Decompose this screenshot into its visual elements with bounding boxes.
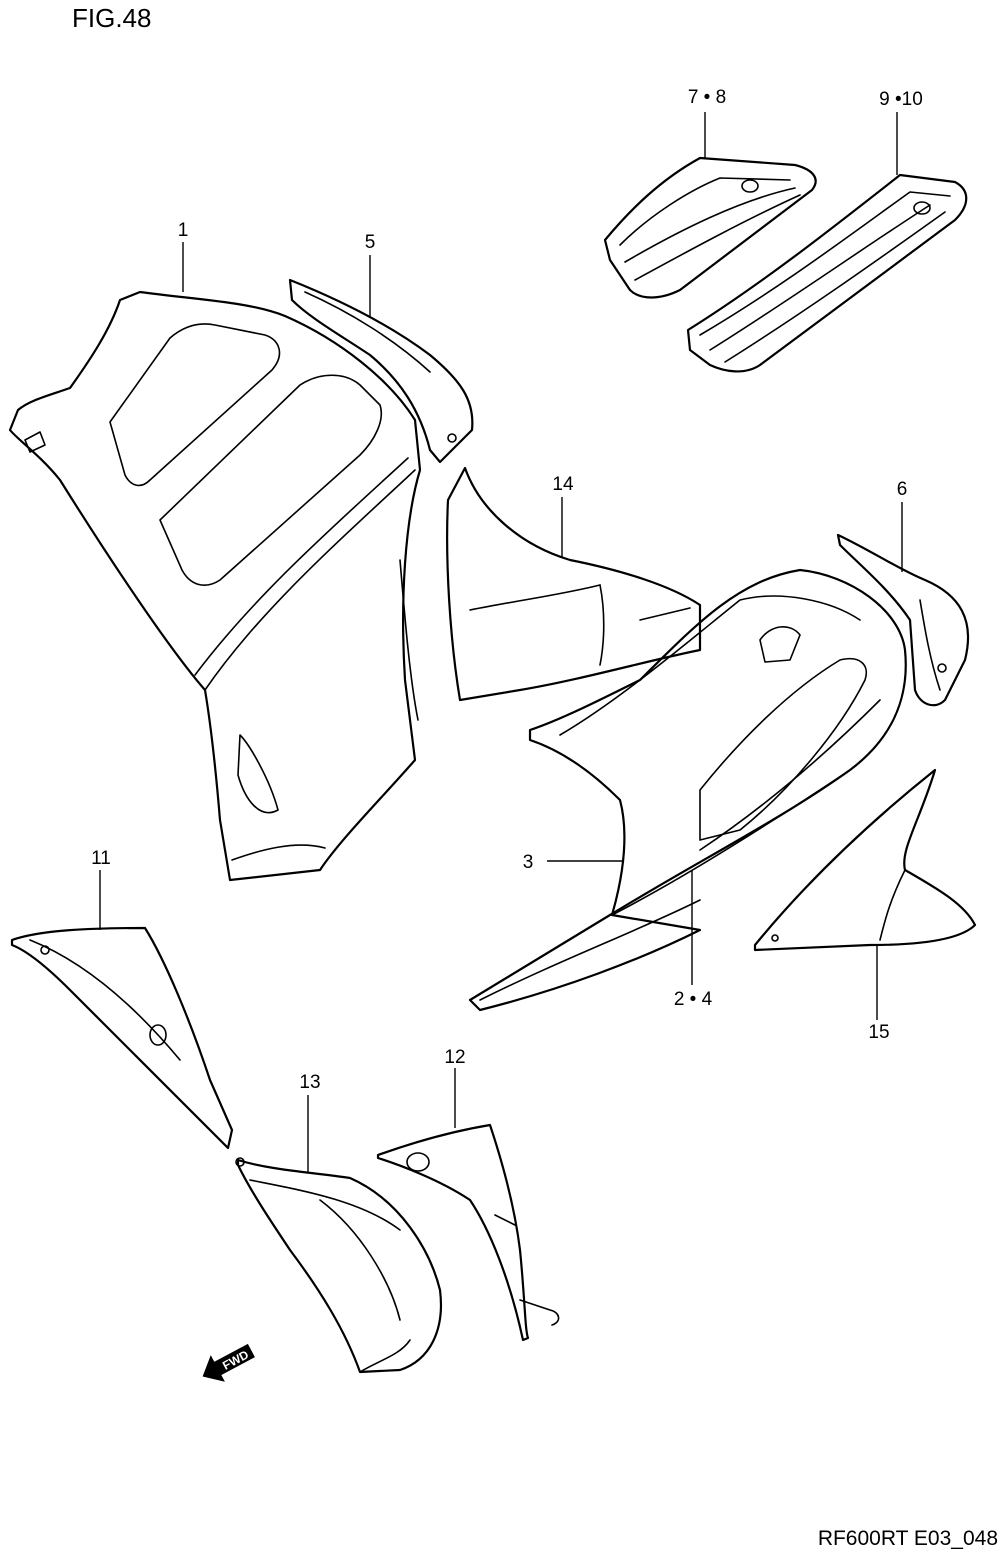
callout-3: 3	[523, 852, 534, 873]
figure-title: FIG.48	[72, 3, 151, 33]
part-11-side-cover[interactable]	[10, 926, 234, 1150]
callout-13: 13	[299, 1072, 320, 1093]
callout-15: 15	[868, 1022, 889, 1043]
part-12-bracket-panel[interactable]	[376, 1123, 560, 1342]
leader-lines	[99, 112, 903, 1172]
part-1-upper-fairing[interactable]	[8, 290, 422, 882]
callout-6: 6	[897, 479, 908, 500]
callout-9-10: 9 •10	[879, 89, 923, 110]
fwd-arrow-icon	[202, 1343, 255, 1382]
part-15-side-panel[interactable]	[753, 768, 977, 952]
part-14-inner-panel[interactable]	[446, 466, 702, 702]
part-13-inner-cover[interactable]	[235, 1157, 442, 1374]
callout-2-4: 2 • 4	[674, 989, 713, 1010]
part-9-10-large-grille[interactable]	[686, 173, 968, 373]
callout-11: 11	[91, 848, 111, 869]
callout-5: 5	[365, 232, 376, 253]
part-7-8-small-grille[interactable]	[603, 156, 817, 299]
callout-7-8: 7 • 8	[688, 87, 726, 108]
part-6-small-panel[interactable]	[836, 533, 970, 707]
part-5-trim-strip[interactable]	[288, 278, 474, 464]
callout-12: 12	[444, 1047, 465, 1068]
callout-1: 1	[178, 220, 189, 241]
figure-code: RF600RT E03_048	[818, 1527, 998, 1550]
part-3-lower-fairing[interactable]	[468, 568, 907, 1012]
callout-14: 14	[552, 474, 574, 495]
fwd-arrow: FWD	[202, 1343, 255, 1382]
callout-labels: 1 5 7 • 8 9 •10 14 6 3 2 • 4 15 11 13 12	[91, 87, 923, 1093]
